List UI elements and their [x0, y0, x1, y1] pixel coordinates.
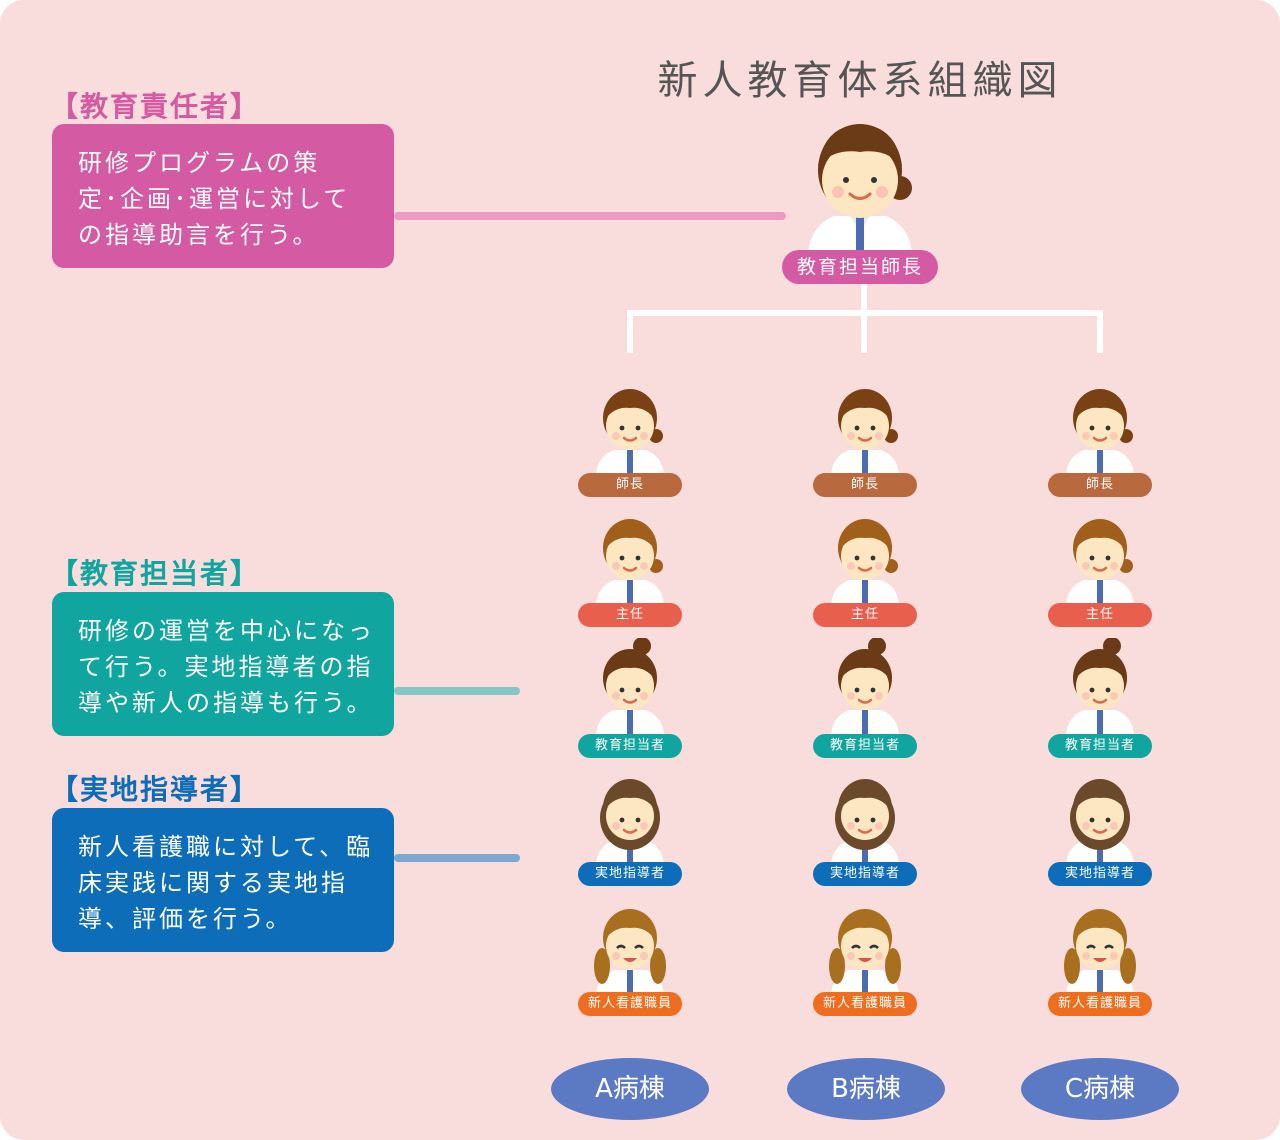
staff-avatar-icon	[596, 638, 664, 734]
ward-c: C病棟	[1021, 1058, 1179, 1120]
staff-avatar-icon	[596, 519, 664, 604]
staff-avatar-icon	[829, 909, 901, 994]
tree-line-trunk	[861, 283, 867, 353]
staff-avatar-icon	[596, 389, 664, 474]
staff-label-b: 新人看護職員	[813, 992, 917, 1016]
role-text-line: の指導助言を行う。	[78, 221, 320, 249]
staff-avatar-icon	[596, 779, 664, 864]
role-text-line: 定･企画･運営に対して	[78, 185, 351, 213]
role-text-line: 研修の運営を中心になっ	[78, 617, 375, 645]
role-heading-responsible: 【教育責任者】	[50, 90, 261, 123]
tree-line-branch-c	[1097, 310, 1103, 353]
staff-avatar-icon	[1066, 779, 1134, 864]
connector-preceptor	[394, 854, 520, 862]
staff-avatar-icon	[1066, 389, 1134, 474]
role-box-responsible: 研修プログラムの策 定･企画･運営に対して の指導助言を行う。	[52, 124, 394, 268]
staff-avatar-icon	[1064, 909, 1136, 994]
connector-coordinator	[394, 687, 520, 695]
staff-avatar-icon	[831, 519, 899, 604]
head-nurse-icon	[808, 124, 912, 254]
staff-label-c: 主任	[1048, 603, 1152, 627]
role-text-line: 研修プログラムの策	[78, 149, 321, 177]
staff-label-a: 主任	[578, 603, 682, 627]
role-text-line: 床実践に関する実地指	[78, 869, 348, 897]
tree-line-branch-a	[627, 310, 633, 353]
staff-avatar-icon	[831, 779, 899, 864]
ward-a: A病棟	[551, 1058, 709, 1120]
role-text-line: 新人看護職に対して、臨	[78, 833, 374, 861]
role-box-preceptor: 新人看護職に対して、臨 床実践に関する実地指 導、評価を行う。	[52, 808, 394, 952]
staff-label-b: 主任	[813, 603, 917, 627]
staff-avatar-icon	[831, 389, 899, 474]
staff-avatar-icon	[831, 638, 899, 734]
staff-label-c: 実地指導者	[1048, 862, 1152, 886]
connector-responsible	[394, 212, 786, 220]
role-heading-preceptor: 【実地指導者】	[50, 773, 261, 806]
staff-label-c: 師長	[1048, 473, 1152, 497]
staff-avatar-icon	[594, 909, 666, 994]
staff-label-a: 実地指導者	[578, 862, 682, 886]
staff-avatar-icon	[1066, 638, 1134, 734]
role-text-line: て行う。実地指導者の指	[78, 653, 374, 681]
role-box-coordinator: 研修の運営を中心になっ て行う。実地指導者の指 導や新人の指導も行う。	[52, 592, 394, 736]
staff-label-b: 師長	[813, 473, 917, 497]
staff-label-a: 新人看護職員	[578, 992, 682, 1016]
staff-label-b: 教育担当者	[813, 734, 917, 758]
staff-label-a: 師長	[578, 473, 682, 497]
role-text-line: 導、評価を行う。	[78, 905, 293, 933]
staff-label-b: 実地指導者	[813, 862, 917, 886]
head-nurse-label: 教育担当師長	[782, 250, 938, 284]
staff-label-c: 新人看護職員	[1048, 992, 1152, 1016]
staff-avatar-icon	[1066, 519, 1134, 604]
page-title: 新人教育体系組織図	[657, 58, 1063, 104]
role-text-line: 導や新人の指導も行う。	[78, 689, 374, 717]
staff-label-a: 教育担当者	[578, 734, 682, 758]
ward-b: B病棟	[787, 1058, 945, 1120]
tree-line-horizontal	[627, 310, 1103, 316]
staff-label-c: 教育担当者	[1048, 734, 1152, 758]
role-heading-coordinator: 【教育担当者】	[50, 557, 261, 590]
